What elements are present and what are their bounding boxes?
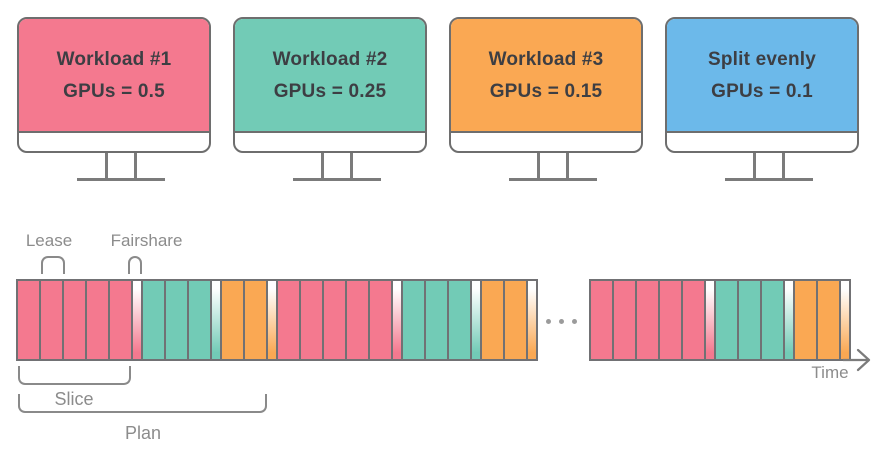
monitor-stand-leg [105,153,108,179]
ellipsis-dots [546,319,577,324]
lease-cell [660,281,681,359]
monitor-stand-leg [537,153,540,179]
monitor-stand-leg [566,153,569,179]
workload-title: Workload #1 [56,48,172,70]
lease-cell [87,281,108,359]
monitor-stand-leg [134,153,137,179]
lease-label: Lease [25,231,73,250]
fairshare-cell [706,281,714,359]
lease-cell [403,281,424,359]
monitor-workload-1: Workload #1 GPUs = 0.5 [17,17,211,187]
lease-cell [301,281,322,359]
fairshare-cell [212,281,220,359]
time-axis-arrow-icon [843,348,871,372]
monitor-frame: Workload #2 GPUs = 0.25 [233,17,427,153]
ellipsis-dot [572,319,577,324]
slice-label: Slice [54,389,94,409]
workload-title: Split evenly [708,48,816,70]
monitor-screen-1: Workload #1 GPUs = 0.5 [19,19,209,133]
lease-cell [716,281,737,359]
lease-cell [795,281,816,359]
lease-bracket [41,256,65,274]
slice-bracket [18,366,131,385]
fairshare-label: Fairshare [110,231,183,250]
monitor-stand-leg [753,153,756,179]
ellipsis-dot [559,319,564,324]
monitor-stand-base [509,178,597,181]
fairshare-cell [841,281,849,359]
monitor-stand-base [293,178,381,181]
lease-cell [637,281,658,359]
fairshare-cell [472,281,480,359]
workload-title: Workload #3 [488,48,604,70]
lease-cell [505,281,526,359]
lease-cell [426,281,447,359]
lease-cell [347,281,368,359]
plan-bracket [18,394,267,413]
lease-cell [18,281,39,359]
lease-cell [166,281,187,359]
plan-label: Plan [124,423,162,443]
workload-gpus: GPUs = 0.25 [273,80,387,102]
monitor-frame: Workload #3 GPUs = 0.15 [449,17,643,153]
lease-cell [683,281,704,359]
fairshare-cell [133,281,141,359]
lease-cell [324,281,345,359]
lease-cell [739,281,760,359]
time-axis-label: Time [811,363,849,382]
monitor-stand-leg [321,153,324,179]
lease-cell [278,281,299,359]
fairshare-cell [528,281,536,359]
timeline-segment-1 [16,279,538,361]
workload-gpus: GPUs = 0.15 [489,80,603,102]
fairshare-cell [785,281,793,359]
monitor-frame: Split evenly GPUs = 0.1 [665,17,859,153]
monitor-stand-base [77,178,165,181]
monitor-frame: Workload #1 GPUs = 0.5 [17,17,211,153]
monitor-stand-base [725,178,813,181]
timeline-segment-2 [589,279,851,361]
lease-cell [245,281,266,359]
fairshare-bracket [128,256,142,274]
monitor-workload-3: Workload #3 GPUs = 0.15 [449,17,643,187]
lease-cell [143,281,164,359]
lease-cell [591,281,612,359]
fairshare-cell [393,281,401,359]
monitor-screen-3: Workload #3 GPUs = 0.15 [451,19,641,133]
monitor-screen-4: Split evenly GPUs = 0.1 [667,19,857,133]
monitor-workload-2: Workload #2 GPUs = 0.25 [233,17,427,187]
lease-cell [370,281,391,359]
lease-cell [482,281,503,359]
fairshare-cell [268,281,276,359]
monitor-stand-leg [782,153,785,179]
lease-cell [110,281,131,359]
lease-cell [222,281,243,359]
workload-title: Workload #2 [272,48,388,70]
ellipsis-dot [546,319,551,324]
lease-cell [449,281,470,359]
workload-gpus: GPUs = 0.5 [63,80,165,102]
workload-gpus: GPUs = 0.1 [711,80,813,102]
lease-cell [64,281,85,359]
lease-cell [41,281,62,359]
lease-cell [189,281,210,359]
monitor-screen-2: Workload #2 GPUs = 0.25 [235,19,425,133]
lease-cell [818,281,839,359]
monitor-split-evenly: Split evenly GPUs = 0.1 [665,17,859,187]
lease-cell [762,281,783,359]
monitor-stand-leg [350,153,353,179]
lease-cell [614,281,635,359]
